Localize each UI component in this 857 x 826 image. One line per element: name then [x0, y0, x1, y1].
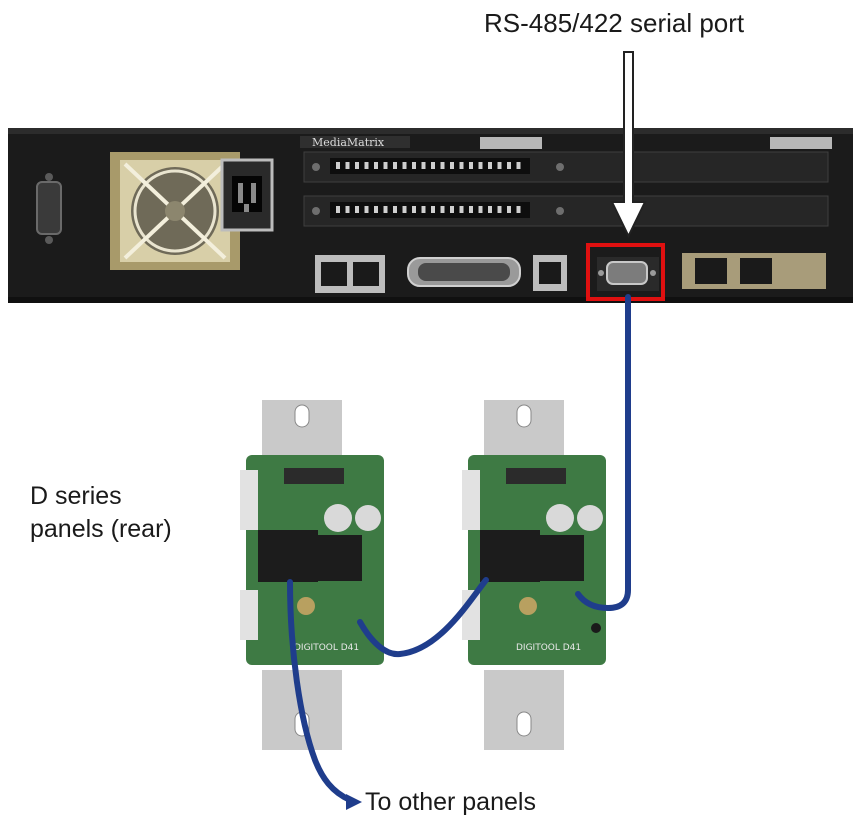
terminal-pin: [393, 162, 397, 169]
terminal-pin: [497, 162, 502, 169]
terminal-pin: [412, 206, 416, 213]
terminal-pin: [374, 162, 378, 169]
terminal-pin: [402, 206, 407, 213]
terminal-pin: [469, 162, 473, 169]
arrow-down-icon: [610, 51, 647, 239]
terminal-pin: [374, 206, 378, 213]
terminal-pin: [345, 162, 350, 169]
terminal-pin: [440, 206, 445, 213]
terminal-pin: [364, 206, 369, 213]
terminal-pin: [450, 162, 454, 169]
terminal-pin: [459, 206, 464, 213]
gpio-connector-icon: [407, 257, 521, 287]
cable-device-to-right-panel: [575, 294, 631, 612]
terminal-pin: [507, 206, 511, 213]
serial-port-label: RS-485/422 serial port: [484, 8, 745, 38]
rj45-pair-left-icon: [315, 255, 385, 293]
terminal-pin: [364, 162, 369, 169]
mediamatrix-rear-chassis: MediaMatrix: [8, 128, 853, 303]
cable-right-to-left-panel: [357, 577, 489, 658]
terminal-pin: [336, 206, 340, 213]
terminal-pin: [383, 206, 388, 213]
serial-port-db9-icon: [597, 257, 659, 291]
db9-connector-left-icon: [36, 173, 62, 244]
terminal-pin: [412, 162, 416, 169]
panel-model-label-left: DIGITOOL D41: [294, 643, 359, 653]
fan-icon: [110, 152, 240, 270]
terminal-pin: [497, 206, 502, 213]
terminal-pin: [431, 206, 435, 213]
terminal-pin: [478, 162, 483, 169]
panel-model-label-right: DIGITOOL D41: [516, 643, 581, 653]
terminal-pin: [469, 206, 473, 213]
terminal-pin: [355, 206, 359, 213]
terminal-pin: [431, 162, 435, 169]
network-module-icon: [682, 253, 826, 289]
terminal-pin: [393, 206, 397, 213]
terminal-pin: [383, 162, 388, 169]
cable-to-other-panels: [287, 579, 353, 803]
terminal-pin: [459, 162, 464, 169]
terminal-pin: [345, 206, 350, 213]
terminal-pin: [421, 162, 426, 169]
svg-text:MediaMatrix: MediaMatrix: [312, 136, 385, 149]
power-inlet-icon: [220, 158, 274, 232]
terminal-pin: [402, 162, 407, 169]
to-other-panels-label: To other panels: [365, 788, 536, 816]
panels-label-line-2: panels (rear): [30, 515, 172, 543]
io-card-row-1: [303, 151, 829, 183]
panels-label: D series panels (rear): [30, 480, 172, 546]
panels-label-line-1: D series: [30, 482, 122, 510]
terminal-pin: [507, 162, 511, 169]
terminal-pin: [450, 206, 454, 213]
lan-port-icon: [533, 255, 567, 291]
io-card-row-2: [303, 195, 829, 227]
terminal-pin: [421, 206, 426, 213]
terminal-pin: [440, 162, 445, 169]
terminal-pin: [488, 162, 492, 169]
d-series-panel-right: DIGITOOL D41: [462, 400, 606, 750]
d-series-panel-left: DIGITOOL D41: [240, 400, 384, 750]
terminal-pin: [488, 206, 492, 213]
terminal-pin: [516, 162, 521, 169]
terminal-pin: [336, 162, 340, 169]
terminal-pin: [355, 162, 359, 169]
arrow-right-icon: [346, 794, 362, 810]
terminal-pin: [478, 206, 483, 213]
terminal-pin: [516, 206, 521, 213]
